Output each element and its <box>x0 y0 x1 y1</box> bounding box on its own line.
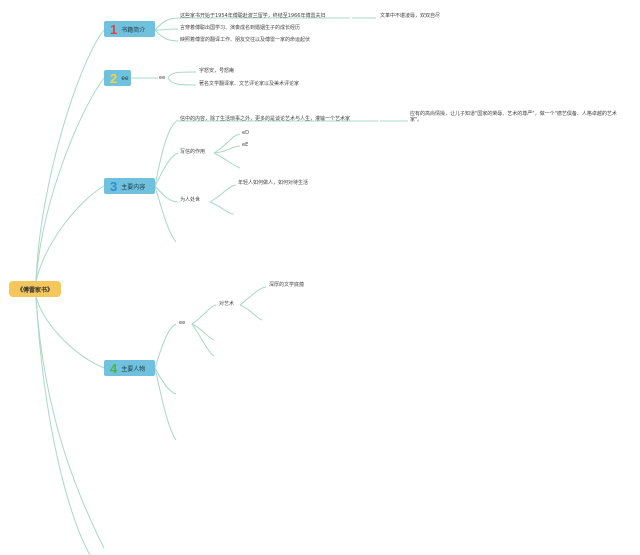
link-t3-a <box>154 119 179 187</box>
t3-writing-c2[interactable]: eE <box>242 142 249 148</box>
t3-conduct[interactable]: 为人处世 <box>180 197 201 203</box>
link-t3-writing-a <box>213 133 241 154</box>
topic-label: ee <box>121 74 129 82</box>
topic-main-content[interactable]: 3 主要内容 <box>104 178 155 194</box>
link-root-topic1 <box>35 29 105 282</box>
link-t3-writing-b <box>213 145 241 154</box>
link-t1-b <box>154 28 179 31</box>
t3-writing[interactable]: 写信的作用 <box>180 149 206 155</box>
link-t1-a <box>154 17 179 31</box>
topic-book-intro[interactable]: 1 书籍简介 <box>104 21 155 37</box>
t3-conduct-c1[interactable]: 年轻人如何做人，如何对待生活 <box>238 180 309 186</box>
topic-number: 3 <box>110 178 118 194</box>
topic-label: 主要内容 <box>121 183 146 191</box>
link-root-topic4 <box>35 296 105 369</box>
t2-child2[interactable]: 著名文学翻译家、文艺评论家以及美术评论家 <box>199 81 300 87</box>
topic-number: 2 <box>110 70 118 86</box>
t3-content[interactable]: 信中的内容，除了生活琐事之外，更多的是谈论艺术与人生，灌输一个艺术家 <box>180 116 351 122</box>
link-art-a <box>239 286 267 306</box>
t2-node[interactable]: ee <box>159 75 166 81</box>
t4-art-c1[interactable]: 深厚的文学底蕴 <box>269 282 305 288</box>
topic-number: 1 <box>110 21 118 37</box>
root-node[interactable]: 《傅雷家书》 <box>9 281 61 297</box>
link-t3-d <box>154 185 177 243</box>
link-t3-conduct-b <box>209 201 235 215</box>
link-t2-a <box>167 71 197 79</box>
topic-label: 书籍简介 <box>121 26 146 34</box>
link-root-topic3 <box>35 185 105 282</box>
link-root-topic2 <box>35 77 105 282</box>
link-root-empty-b <box>35 296 91 555</box>
link-ee-b <box>191 323 215 341</box>
t3-content-child[interactable]: 应有的高尚情操，让儿子知道"国家的荣辱、艺术的尊严"，做一个"德艺俱备、人格卓越… <box>410 111 617 123</box>
t2-child1[interactable]: 字怒安，号怒庵 <box>199 68 235 74</box>
link-t3-conduct-a <box>209 184 237 203</box>
root-label: 《傅雷家书》 <box>16 286 53 294</box>
t3-writing-c1[interactable]: eD <box>242 130 249 136</box>
link-art-b <box>239 304 263 321</box>
topic-label: 主要人物 <box>121 365 146 373</box>
topic-number: 4 <box>110 360 118 376</box>
intro-line3[interactable]: 映照着傅雷的翻译工作、朋友交往以及傅雷一家的命运起伏 <box>180 37 311 43</box>
t4-art[interactable]: 对艺术 <box>219 301 235 307</box>
link-t4-b <box>154 367 177 395</box>
link-t3-b <box>154 152 179 187</box>
link-t2-b <box>167 77 197 86</box>
intro-line1[interactable]: 这些家书开始于1954年傅聪赴波兰留学，终结至1966年傅雷夫妇 <box>180 13 326 19</box>
t4-node[interactable]: ee <box>179 320 186 326</box>
link-t3-writing-c <box>213 152 241 169</box>
intro-line2[interactable]: 言穿着傅聪出国学习、演奏成名到婚姻生子的成长经历 <box>180 25 301 31</box>
link-ee-c <box>191 323 215 357</box>
topic-ee[interactable]: 2 ee <box>104 70 131 86</box>
intro-line1-child[interactable]: 文革中不堪凌辱，双双自尽 <box>380 13 441 19</box>
link-t1-c <box>154 29 179 42</box>
link-t4-a <box>154 323 177 369</box>
topic-main-characters[interactable]: 4 主要人物 <box>104 360 155 376</box>
link-t4-c <box>154 367 177 441</box>
link-ee-art <box>191 304 217 325</box>
link-t3-c <box>154 185 179 203</box>
link-root-empty-a <box>35 296 105 549</box>
